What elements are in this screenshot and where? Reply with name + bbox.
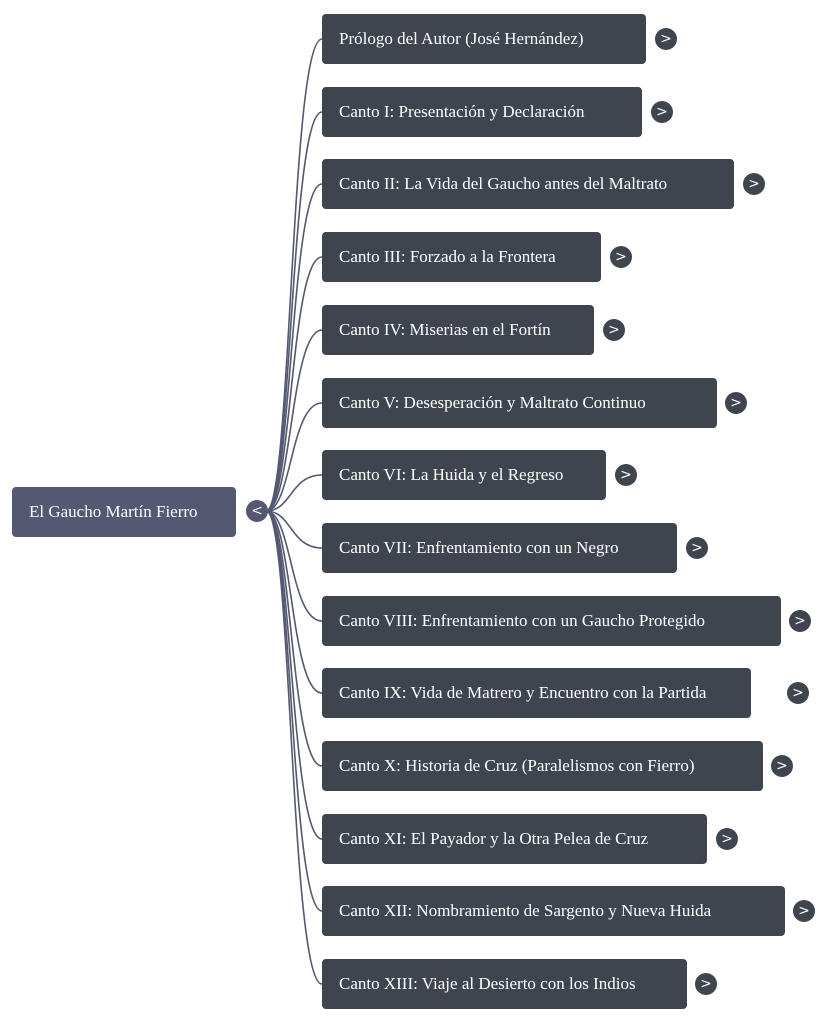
child-node-label: Canto X: Historia de Cruz (Paralelismos … — [339, 756, 695, 775]
child-node-label: Canto VI: La Huida y el Regreso — [339, 465, 564, 484]
expand-chevron-icon[interactable]: > — [603, 319, 625, 341]
root-node-label: El Gaucho Martín Fierro — [29, 502, 198, 521]
expand-chevron-icon[interactable]: > — [655, 28, 677, 50]
expand-chevron-icon[interactable]: > — [610, 246, 632, 268]
child-node[interactable]: Canto XII: Nombramiento de Sargento y Nu… — [322, 886, 785, 936]
connector-line — [265, 329, 323, 512]
connector-line — [265, 510, 323, 622]
child-node[interactable]: Canto V: Desesperación y Maltrato Contin… — [322, 378, 717, 428]
connector-line — [265, 474, 323, 512]
connector-line — [265, 510, 323, 694]
connector-line — [265, 510, 323, 549]
connector-line — [265, 510, 323, 767]
child-node[interactable]: Prólogo del Autor (José Hernández) — [322, 14, 646, 64]
child-node[interactable]: Canto XIII: Viaje al Desierto con los In… — [322, 959, 687, 1009]
child-node-label: Canto II: La Vida del Gaucho antes del M… — [339, 174, 668, 193]
connector-line — [265, 510, 323, 912]
connector-line — [265, 38, 323, 512]
expand-chevron-icon[interactable]: > — [716, 828, 738, 850]
child-node[interactable]: Canto VI: La Huida y el Regreso — [322, 450, 606, 500]
expand-chevron-icon[interactable]: > — [793, 900, 815, 922]
child-node-label: Canto XI: El Payador y la Otra Pelea de … — [339, 829, 649, 848]
child-node-label: Canto XIII: Viaje al Desierto con los In… — [339, 974, 636, 993]
connector-line — [265, 111, 323, 512]
child-node[interactable]: Canto II: La Vida del Gaucho antes del M… — [322, 159, 734, 209]
child-node-label: Canto V: Desesperación y Maltrato Contin… — [339, 393, 646, 412]
child-node-label: Canto I: Presentación y Declaración — [339, 102, 585, 121]
expand-chevron-icon[interactable]: > — [789, 610, 811, 632]
expand-chevron-icon[interactable]: > — [725, 392, 747, 414]
root-node[interactable]: El Gaucho Martín Fierro — [12, 487, 236, 537]
child-node[interactable]: Canto X: Historia de Cruz (Paralelismos … — [322, 741, 763, 791]
expand-chevron-icon[interactable]: > — [743, 173, 765, 195]
expand-chevron-icon[interactable]: > — [686, 537, 708, 559]
child-node-label: Canto VIII: Enfrentamiento con un Gaucho… — [339, 611, 706, 630]
connector-line — [265, 510, 323, 985]
connector-line — [265, 402, 323, 512]
child-node[interactable]: Canto III: Forzado a la Frontera — [322, 232, 601, 282]
child-node-label: Canto IX: Vida de Matrero y Encuentro co… — [339, 683, 707, 702]
expand-chevron-icon[interactable]: > — [615, 464, 637, 486]
child-node-label: Canto IV: Miserias en el Fortín — [339, 320, 551, 339]
child-node-label: Prólogo del Autor (José Hernández) — [339, 29, 584, 48]
connector-line — [265, 183, 323, 512]
child-node[interactable]: Canto XI: El Payador y la Otra Pelea de … — [322, 814, 707, 864]
collapse-chevron-icon[interactable]: < — [246, 500, 268, 522]
expand-chevron-icon[interactable]: > — [695, 973, 717, 995]
child-node[interactable]: Canto I: Presentación y Declaración — [322, 87, 642, 137]
child-node-label: Canto III: Forzado a la Frontera — [339, 247, 556, 266]
expand-chevron-icon[interactable]: > — [771, 755, 793, 777]
expand-chevron-icon[interactable]: > — [651, 101, 673, 123]
child-node-label: Canto XII: Nombramiento de Sargento y Nu… — [339, 901, 712, 920]
expand-chevron-icon[interactable]: > — [787, 682, 809, 704]
child-node-label: Canto VII: Enfrentamiento con un Negro — [339, 538, 619, 557]
child-node[interactable]: Canto IX: Vida de Matrero y Encuentro co… — [322, 668, 751, 718]
child-node[interactable]: Canto VIII: Enfrentamiento con un Gaucho… — [322, 596, 781, 646]
child-node[interactable]: Canto VII: Enfrentamiento con un Negro — [322, 523, 677, 573]
child-node[interactable]: Canto IV: Miserias en el Fortín — [322, 305, 594, 355]
connector-line — [265, 256, 323, 512]
